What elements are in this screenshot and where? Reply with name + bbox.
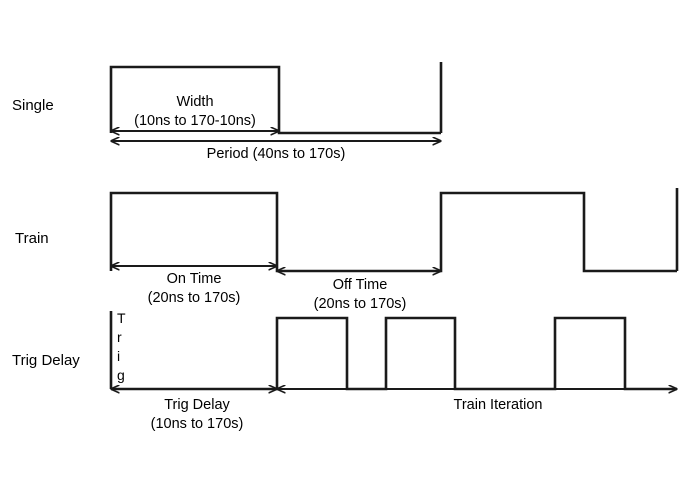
dimension-label-off-time: Off Time bbox=[333, 277, 388, 293]
dimension-label-on-time: On Time bbox=[167, 271, 222, 287]
dimension-sublabel-trig-delay-span: (10ns to 170s) bbox=[151, 416, 244, 432]
dimension-label-period: Period (40ns to 170s) bbox=[207, 146, 346, 162]
dimension-label-width: Width bbox=[176, 94, 213, 110]
waveform-path-train bbox=[109, 191, 677, 273]
dimension-sublabel-on-time: (20ns to 170s) bbox=[148, 290, 241, 306]
waveform-rows-group: Single Width (10ns to 170-10ns) Period (40n… bbox=[12, 62, 679, 432]
trig-vertical-label-char-0: T bbox=[117, 310, 126, 326]
trig-vertical-label-char-2: i bbox=[117, 348, 120, 364]
trig-vertical-label-char-1: r bbox=[117, 329, 122, 345]
waveform-path-trig-delay bbox=[111, 316, 677, 391]
waveform-row-train: Train On Time (20ns to 170s) Off Time (20ns … bbox=[15, 188, 679, 312]
row-label-single: Single bbox=[12, 97, 54, 114]
dimension-label-trig-delay-span: Trig Delay bbox=[164, 397, 230, 413]
waveform-row-single: Single Width (10ns to 170-10ns) Period (40n… bbox=[12, 62, 443, 162]
dimension-sublabel-off-time: (20ns to 170s) bbox=[314, 296, 407, 312]
row-label-trig-delay: Trig Delay bbox=[12, 352, 80, 369]
dimension-sublabel-width: (10ns to 170-10ns) bbox=[134, 113, 256, 129]
waveform-path-single bbox=[109, 65, 441, 135]
trig-vertical-label-char-3: g bbox=[117, 367, 125, 383]
dimension-label-train-iteration-span: Train Iteration bbox=[454, 397, 543, 413]
row-label-train: Train bbox=[15, 230, 49, 247]
